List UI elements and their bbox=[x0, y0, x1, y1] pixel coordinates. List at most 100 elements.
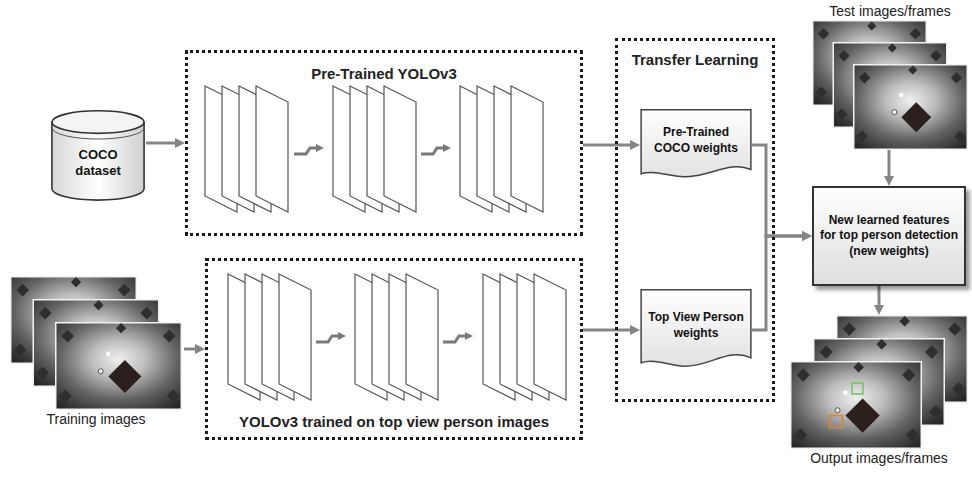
process-box: New learned features for top person dete… bbox=[812, 186, 966, 286]
person bbox=[899, 93, 903, 97]
floor-marker bbox=[815, 86, 827, 98]
layer-arrow bbox=[421, 148, 447, 154]
dashed-group: Pre-Trained YOLOv3 bbox=[185, 50, 583, 236]
floor-marker bbox=[797, 368, 810, 381]
floor-marker bbox=[929, 405, 942, 418]
connector-arrow bbox=[146, 142, 179, 145]
floor-marker bbox=[930, 50, 942, 62]
floor-marker bbox=[39, 307, 52, 320]
person bbox=[106, 351, 110, 355]
cylinder-top bbox=[52, 111, 144, 134]
floor-marker bbox=[167, 390, 180, 403]
document-label: Pre-Trained COCO weights bbox=[640, 115, 752, 174]
database-label: COCO dataset bbox=[66, 131, 130, 180]
photo bbox=[791, 362, 922, 449]
detection-box bbox=[852, 383, 863, 394]
connector-arrow bbox=[878, 286, 881, 309]
person bbox=[835, 408, 840, 413]
document-shape: Pre-Trained COCO weights bbox=[640, 109, 752, 181]
floor-marker bbox=[140, 307, 153, 320]
floor-marker bbox=[951, 72, 963, 84]
floor-marker bbox=[876, 339, 887, 350]
floor-marker bbox=[118, 284, 131, 297]
floor-marker bbox=[910, 28, 922, 40]
floor-marker bbox=[836, 108, 848, 120]
floor-marker bbox=[948, 322, 961, 335]
floor-marker bbox=[820, 345, 833, 358]
floor-marker bbox=[59, 390, 72, 403]
photo-stack bbox=[10, 276, 182, 410]
image-caption: Output images/frames bbox=[808, 449, 950, 467]
person bbox=[892, 110, 897, 115]
cylinder-ring bbox=[52, 128, 144, 139]
floor-marker bbox=[859, 72, 871, 84]
floor-marker bbox=[93, 300, 103, 310]
box-label: New learned features for top person dete… bbox=[814, 205, 964, 268]
document-shape: Top View Person weights bbox=[640, 289, 752, 371]
layer-stack bbox=[355, 274, 438, 400]
photo-stack bbox=[790, 315, 968, 449]
floor-marker bbox=[856, 130, 868, 142]
connector-arrow bbox=[583, 144, 634, 147]
photo-frame bbox=[854, 65, 968, 150]
photo-frame bbox=[791, 362, 922, 449]
floor-marker bbox=[908, 65, 917, 74]
layer-stack bbox=[483, 274, 566, 400]
layer-stack bbox=[460, 86, 543, 212]
floor-marker bbox=[71, 277, 81, 287]
floor-marker bbox=[925, 345, 938, 358]
layer-stack bbox=[333, 86, 416, 212]
connector-arrow bbox=[888, 150, 891, 180]
floor-marker bbox=[108, 360, 141, 393]
floor-marker bbox=[902, 368, 915, 381]
photo bbox=[56, 323, 182, 410]
floor-marker bbox=[853, 362, 864, 373]
layer-stack bbox=[228, 274, 311, 400]
connector-arrow bbox=[752, 236, 806, 330]
floor-marker bbox=[906, 428, 919, 441]
floor-marker bbox=[845, 398, 879, 432]
floor-marker bbox=[14, 344, 27, 357]
dashed-group: YOLOv3 trained on top view person images bbox=[205, 258, 583, 440]
floor-marker bbox=[36, 367, 49, 380]
connector-arrow bbox=[184, 348, 199, 351]
floor-marker bbox=[116, 323, 126, 333]
floor-marker bbox=[901, 102, 931, 132]
floor-marker bbox=[61, 330, 74, 343]
floor-marker bbox=[163, 330, 176, 343]
image-stack: Training images bbox=[8, 276, 184, 428]
group-title: YOLOv3 trained on top view person images bbox=[208, 413, 580, 430]
detection-box bbox=[830, 416, 843, 428]
document-label: Top View Person weights bbox=[640, 300, 752, 359]
image-stack: Test images/frames bbox=[810, 2, 970, 150]
person bbox=[98, 369, 103, 374]
image-caption: Test images/frames bbox=[827, 2, 952, 20]
connector-arrow bbox=[752, 145, 806, 236]
layer-arrow bbox=[294, 148, 320, 154]
group-title: Pre-Trained YOLOv3 bbox=[188, 53, 580, 82]
connector-arrow bbox=[583, 329, 634, 332]
floor-marker bbox=[838, 50, 850, 62]
image-stack: Output images/frames bbox=[788, 315, 970, 467]
floor-marker bbox=[954, 130, 966, 142]
floor-marker bbox=[843, 322, 856, 335]
photo-stack bbox=[812, 20, 968, 150]
photo bbox=[854, 65, 968, 150]
dashed-group: Transfer LearningPre-Trained COCO weight… bbox=[615, 38, 775, 402]
image-caption: Training images bbox=[44, 410, 147, 428]
floor-marker bbox=[818, 28, 830, 40]
photo-frame bbox=[56, 323, 182, 410]
floor-marker bbox=[794, 428, 807, 441]
floor-marker bbox=[888, 43, 897, 52]
database-cylinder: COCO dataset bbox=[50, 108, 146, 202]
floor-marker bbox=[899, 316, 910, 327]
floor-marker bbox=[16, 284, 29, 297]
layer-arrow bbox=[443, 336, 469, 342]
person bbox=[843, 390, 847, 394]
layer-stack bbox=[205, 86, 288, 212]
group-title: Transfer Learning bbox=[618, 41, 772, 68]
floor-marker bbox=[867, 21, 876, 30]
floor-marker bbox=[952, 382, 965, 395]
layer-arrow bbox=[316, 336, 342, 342]
